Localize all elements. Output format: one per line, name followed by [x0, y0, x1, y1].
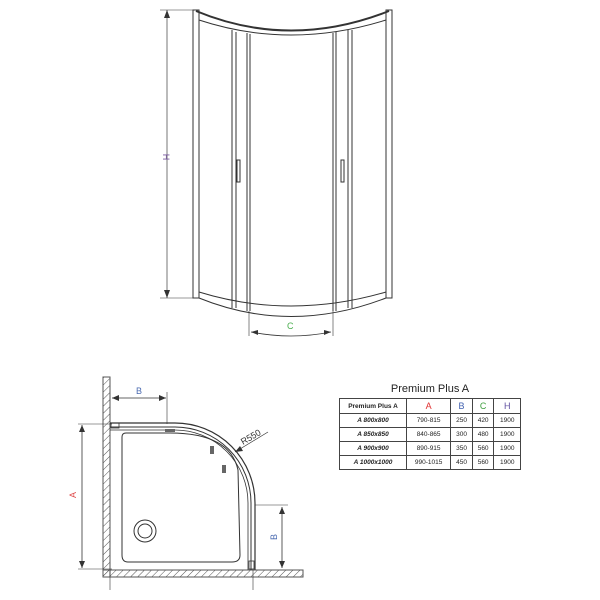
cell-c: 480 [471, 427, 495, 442]
cell-b: 300 [450, 427, 473, 442]
cell-model: A 1000x1000 [339, 455, 407, 470]
cell-model: A 900x900 [339, 441, 407, 456]
table-row: A 800x800 790-815 250 420 1900 [339, 413, 521, 428]
cell-b: 450 [450, 455, 473, 470]
cell-h: 1900 [493, 413, 521, 428]
cell-model: A 800x800 [339, 413, 407, 428]
label-h: H [161, 153, 172, 161]
cell-c: 560 [471, 455, 495, 470]
front-view-enclosure [160, 9, 393, 337]
cell-a: 890-915 [405, 441, 452, 456]
header-c: C [471, 398, 495, 414]
cell-b: 250 [450, 413, 473, 428]
label-b-top: B [136, 386, 143, 396]
table-title: Premium Plus A [390, 383, 470, 395]
header-model: Premium Plus A [339, 398, 407, 414]
plan-view [78, 376, 304, 590]
cell-b: 350 [450, 441, 473, 456]
header-b: B [450, 398, 473, 414]
label-b-right: B [269, 533, 280, 541]
cell-c: 420 [471, 413, 495, 428]
dimensions-table: Premium Plus A A B C H A 800x800 790-815… [339, 398, 521, 470]
cell-c: 560 [471, 441, 495, 456]
cell-a: 990-1015 [405, 455, 452, 470]
table-row: A 1000x1000 990-1015 450 560 1900 [339, 455, 521, 470]
dimensions-table-block: Premium Plus A Premium Plus A A B C H A … [339, 383, 521, 470]
cell-model: A 850x850 [339, 427, 407, 442]
cell-h: 1900 [493, 441, 521, 456]
label-a: A [68, 491, 79, 499]
cell-h: 1900 [493, 455, 521, 470]
cell-h: 1900 [493, 427, 521, 442]
cell-a: 840-865 [405, 427, 452, 442]
cell-a: 790-815 [405, 413, 452, 428]
table-header-row: Premium Plus A A B C H [339, 398, 521, 414]
table-row: A 900x900 890-915 350 560 1900 [339, 441, 521, 456]
header-a: A [405, 398, 452, 414]
label-c: C [287, 321, 294, 331]
table-row: A 850x850 840-865 300 480 1900 [339, 427, 521, 442]
header-h: H [493, 398, 521, 414]
